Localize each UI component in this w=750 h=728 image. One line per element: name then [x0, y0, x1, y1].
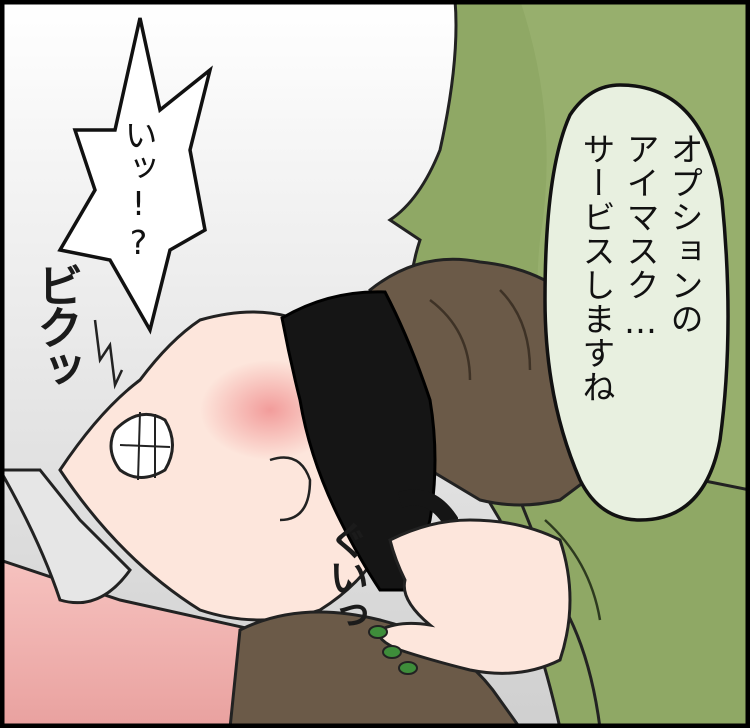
- sfx-flinch: ビクッ: [30, 262, 84, 388]
- nail: [398, 661, 418, 675]
- flinch-lines: [93, 319, 124, 390]
- shout-text: いッ!?: [119, 118, 158, 262]
- shout-bubble: [57, 17, 213, 335]
- hand: [377, 518, 572, 675]
- speech-bubble: [543, 83, 730, 522]
- speech-line: オプションの: [665, 132, 704, 336]
- sfx-grab: ぐいっ: [322, 520, 368, 631]
- speech-line: サービスしますね: [577, 132, 616, 404]
- nail: [382, 645, 402, 659]
- nail: [368, 625, 388, 639]
- lying-person-hair: [0, 468, 132, 605]
- speech-bubble-text: オプションの アイマスク… サービスしますね: [574, 132, 706, 404]
- speech-line: アイマスク…: [621, 132, 660, 342]
- ear: [269, 456, 312, 522]
